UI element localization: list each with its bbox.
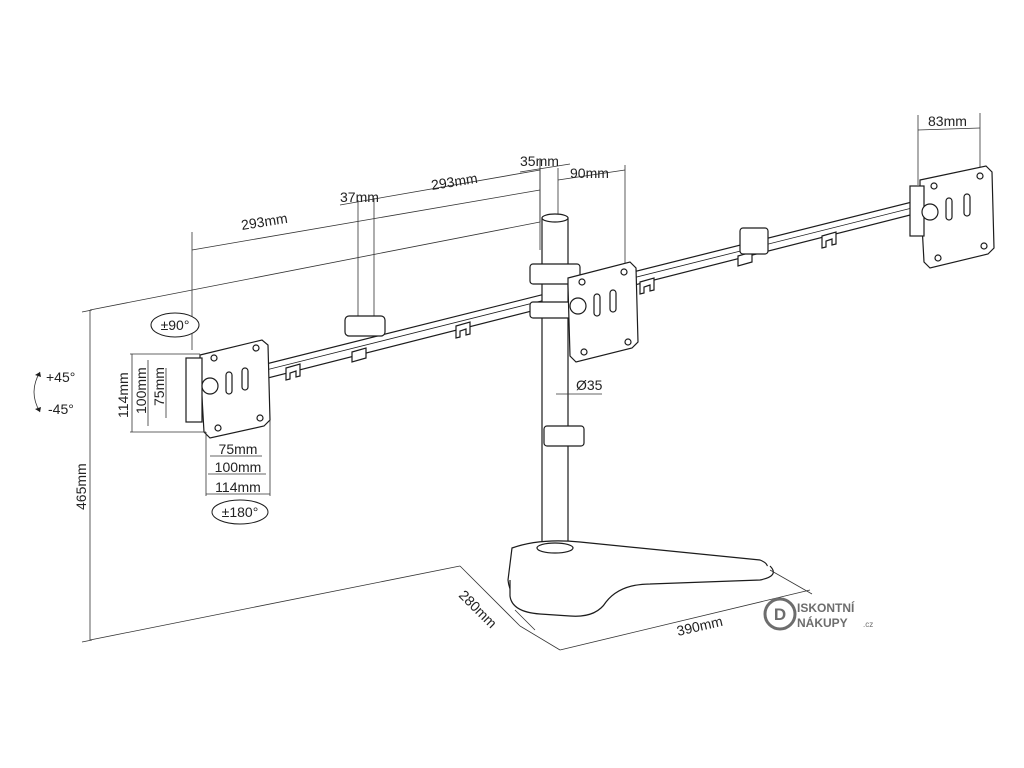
dim-vesa-h-100: 100mm — [215, 459, 262, 475]
pole — [529, 213, 602, 549]
base-dimension-lines — [459, 565, 813, 651]
arm-joints — [344, 227, 769, 337]
cable-clips — [285, 231, 837, 381]
dim-arm-left: 293mm — [240, 210, 289, 233]
dim-vesa-v-114: 114mm — [115, 372, 131, 418]
swivel-badge: ±90° — [150, 312, 200, 338]
tilt-down-arrow-icon — [35, 407, 41, 412]
brand-logo: D ISKONTNÍ NÁKUPY .cz — [763, 597, 873, 631]
dim-height: 465mm — [73, 463, 89, 510]
vesa-plate-right — [909, 165, 995, 269]
tilt-down-label: -45° — [48, 401, 74, 417]
dim-arm-right: 293mm — [430, 170, 479, 193]
base — [507, 540, 774, 617]
tilt-indicator: +45° -45° — [33, 369, 75, 417]
dim-vesa-v-75: 75mm — [151, 367, 167, 406]
tilt-up-label: +45° — [46, 369, 75, 385]
dim-right-head: 83mm — [928, 113, 967, 129]
dim-vesa-h-75: 75mm — [219, 441, 258, 457]
dim-vesa-h-114: 114mm — [215, 479, 261, 495]
rotate-label: ±180° — [222, 504, 259, 520]
top-dimension-lines — [191, 113, 981, 350]
dim-pole-diameter: Ø35 — [576, 377, 603, 393]
dim-center-head: 90mm — [570, 165, 609, 181]
dim-vesa-v-100: 100mm — [133, 367, 149, 414]
rotate-badge: ±180° — [211, 499, 269, 525]
brand-logo-line2: NÁKUPY — [797, 615, 848, 630]
vesa-plate-left — [185, 339, 271, 439]
brand-logo-line1: ISKONTNÍ — [797, 600, 855, 615]
reference-plane — [81, 160, 541, 643]
swivel-label: ±90° — [161, 317, 190, 333]
brand-logo-suffix: .cz — [863, 620, 873, 629]
dim-pole-top: 35mm — [520, 153, 559, 169]
vesa-plate-center — [567, 261, 639, 363]
vesa-dimension-lines-left — [130, 353, 271, 496]
dim-base-depth: 280mm — [456, 587, 500, 631]
dim-clamp-width: 37mm — [340, 189, 379, 205]
tilt-up-arrow-icon — [35, 372, 41, 377]
brand-logo-mark: D — [774, 605, 786, 624]
dim-base-width: 390mm — [675, 613, 724, 639]
